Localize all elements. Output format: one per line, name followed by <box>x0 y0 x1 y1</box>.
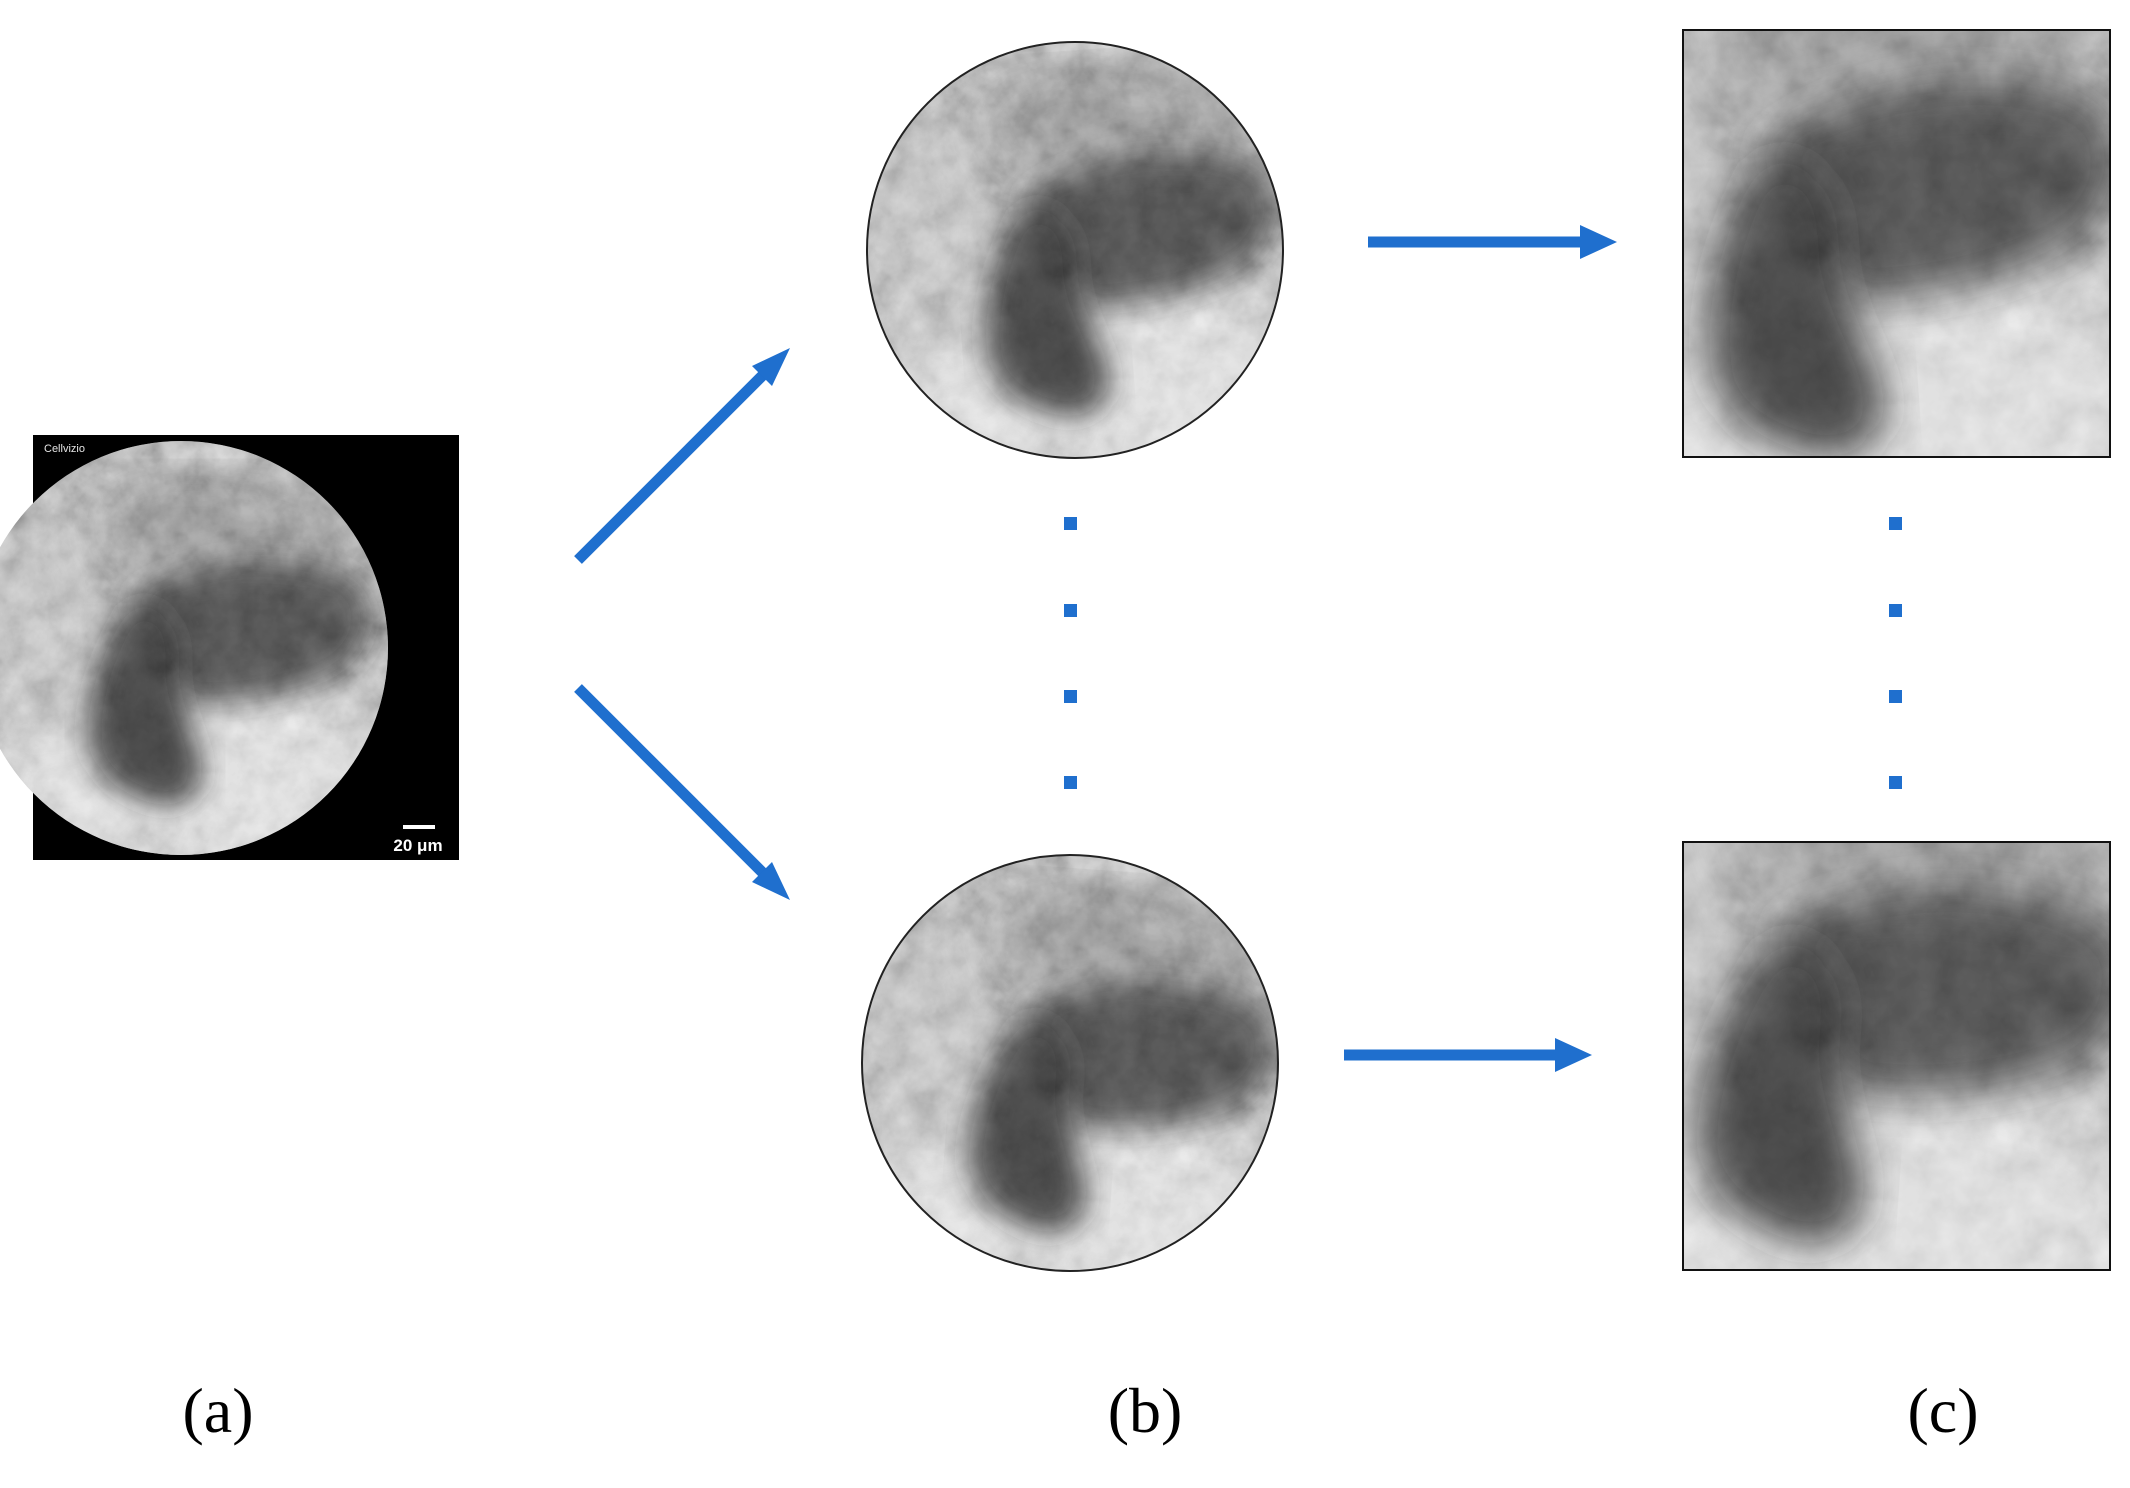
arrow-b-to-c-bottom <box>1344 1038 1592 1072</box>
panel-label-a: (a) <box>182 1375 253 1446</box>
scale-bar-label: 20 μm <box>393 836 442 855</box>
vertical-ellipsis-icon <box>1889 517 1902 789</box>
panel-b <box>828 16 1333 1324</box>
panel-a: Cellvizio 20 μm <box>0 435 459 860</box>
arrow-icon <box>752 348 790 386</box>
arrow-icon <box>752 862 790 900</box>
panel-b-image-top <box>834 16 1333 505</box>
vertical-ellipsis-icon <box>1064 517 1077 789</box>
arrow-icon <box>1555 1038 1592 1072</box>
panel-c <box>1494 0 2130 1271</box>
arrow-icon <box>1580 225 1617 259</box>
scale-bar <box>403 825 435 829</box>
panel-label-c: (c) <box>1907 1375 1978 1446</box>
panel-c-image-top <box>1494 0 2130 583</box>
panel-b-image-bottom <box>828 835 1327 1324</box>
arrow-b-to-c-top <box>1368 225 1617 259</box>
arrow-a-to-b-top <box>574 348 790 564</box>
panel-label-b: (b) <box>1108 1375 1183 1446</box>
brand-watermark: Cellvizio <box>44 443 85 455</box>
arrow-a-to-b-bottom <box>574 684 790 900</box>
